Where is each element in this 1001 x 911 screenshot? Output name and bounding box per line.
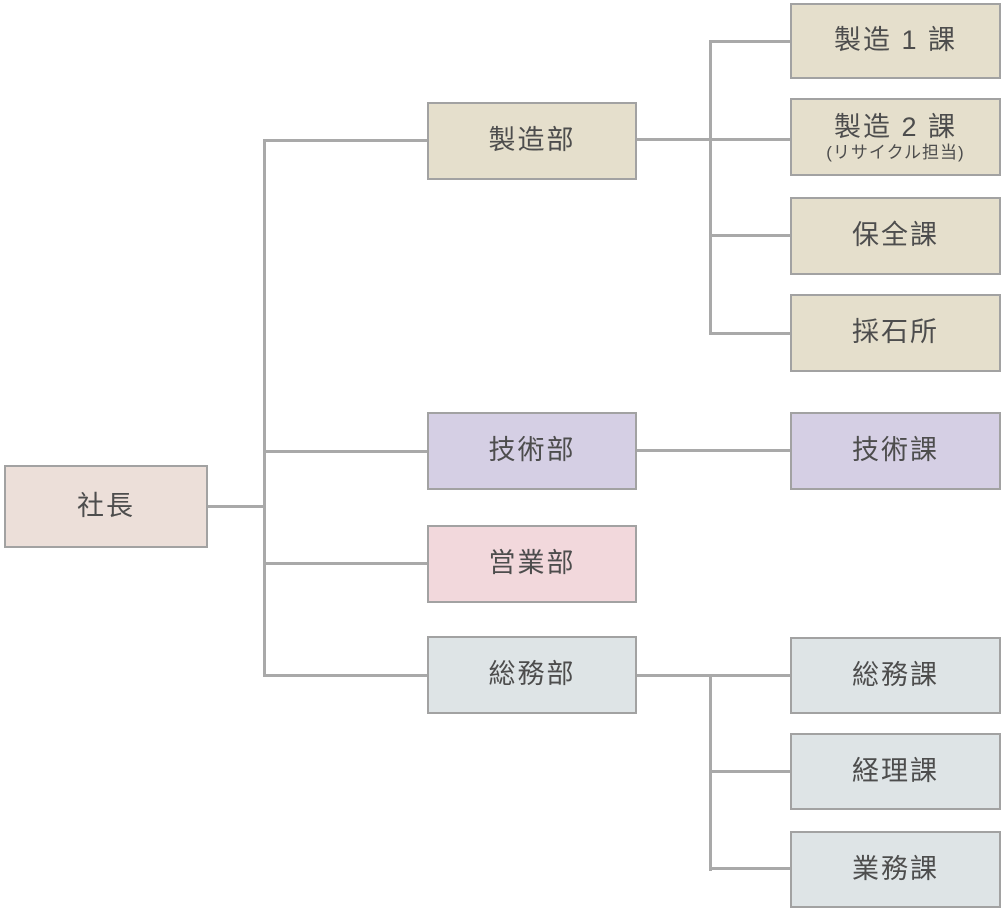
node-technical-section-label: 技術課	[852, 435, 939, 466]
connector-technical-branch	[265, 450, 427, 453]
node-sales-dept-label: 営業部	[488, 548, 576, 579]
connector-manufacturing-sections-trunk	[709, 40, 712, 335]
node-general-affairs-dept: 総務部	[427, 636, 637, 714]
node-accounting-section-label: 経理課	[852, 755, 939, 786]
node-president: 社長	[4, 465, 208, 548]
connector-departments-trunk	[263, 139, 266, 677]
node-manufacturing-section-2: 製造 2 課 (リサイクル担当)	[790, 98, 1001, 176]
node-technical-dept-label: 技術部	[488, 435, 576, 466]
node-general-affairs-section: 総務課	[790, 637, 1001, 714]
node-manufacturing-section-2-sublabel: (リサイクル担当)	[826, 142, 965, 162]
node-maintenance-section-label: 保全課	[852, 220, 939, 251]
node-manufacturing-section-1-label: 製造 1 課	[833, 25, 958, 56]
node-business-section: 業務課	[790, 831, 1001, 908]
connector-technical-section-h	[637, 449, 790, 452]
connector-accounting-branch	[709, 770, 790, 773]
node-maintenance-section: 保全課	[790, 197, 1001, 275]
node-quarry-site: 採石所	[790, 294, 1001, 372]
node-manufacturing-dept-label: 製造部	[488, 125, 576, 156]
node-president-label: 社長	[77, 490, 135, 521]
node-technical-section: 技術課	[790, 412, 1001, 490]
node-manufacturing-section-2-label: 製造 2 課	[833, 111, 958, 142]
node-manufacturing-section-1: 製造 1 課	[790, 3, 1001, 79]
connector-president-trunk	[206, 505, 265, 508]
node-sales-dept: 営業部	[427, 525, 637, 603]
node-quarry-site-label: 採石所	[852, 317, 939, 348]
connector-manufacturing-sections-h	[637, 138, 790, 141]
connector-manufacturing1-branch	[709, 40, 790, 43]
node-general-affairs-section-label: 総務課	[852, 659, 939, 690]
connector-maintenance-branch	[709, 234, 790, 237]
connector-manufacturing-branch	[265, 139, 427, 142]
node-manufacturing-dept: 製造部	[427, 102, 637, 180]
connector-quarry-branch	[709, 332, 790, 335]
connector-general-affairs-branch	[265, 674, 427, 677]
node-general-affairs-dept-label: 総務部	[488, 659, 576, 690]
node-technical-dept: 技術部	[427, 412, 637, 490]
node-business-section-label: 業務課	[852, 853, 939, 884]
connector-general-affairs-sections-h	[637, 674, 790, 677]
connector-business-branch	[709, 867, 790, 870]
connector-sales-branch	[265, 562, 427, 565]
node-accounting-section: 経理課	[790, 733, 1001, 810]
